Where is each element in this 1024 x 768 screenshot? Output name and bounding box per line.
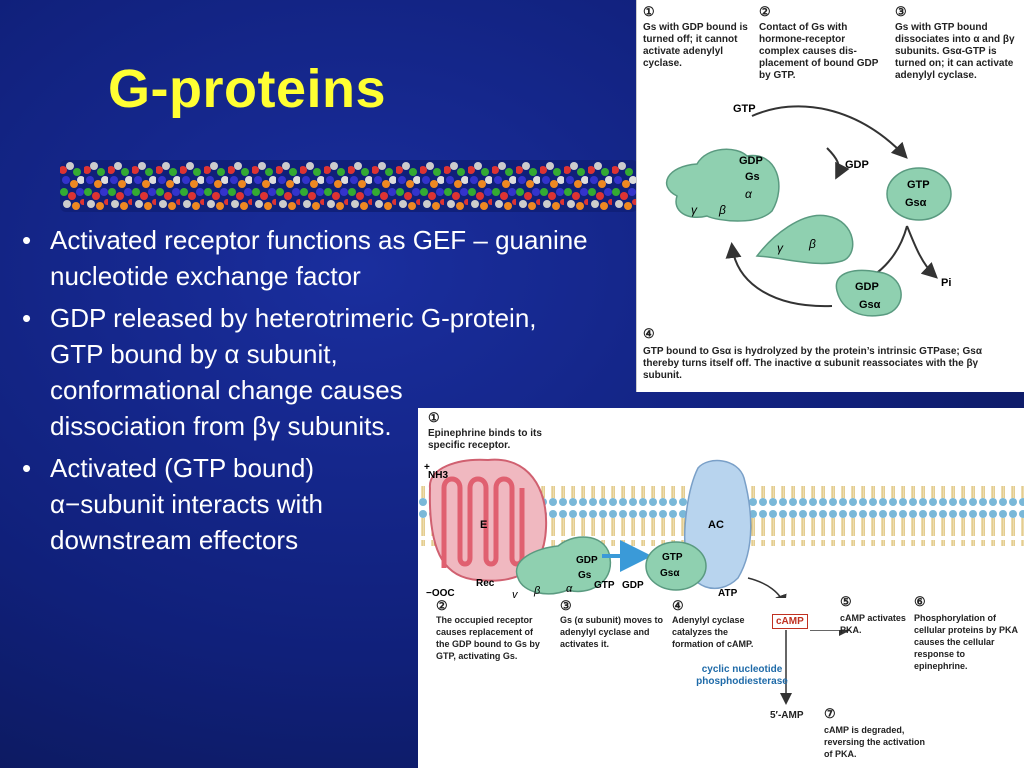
step-4-caption: GTP bound to Gsα is hydrolyzed by the pr… [643, 346, 983, 381]
b-step-2-caption: The occupied receptor causes replacement… [436, 615, 540, 661]
bullet-text-2b: conformational change causes dissociatio… [50, 375, 403, 441]
svg-text:GDP: GDP [576, 555, 598, 566]
svg-text:γ: γ [691, 203, 698, 217]
epinephrine-signaling-figure: ① Epinephrine binds to its specific rece… [418, 408, 1024, 768]
svg-text:+: + [424, 462, 430, 473]
arrow-to-gtp-state [751, 105, 908, 159]
svg-text:γ: γ [777, 241, 784, 255]
svg-text:GTP: GTP [733, 103, 756, 115]
b-step-1-number: ① [428, 410, 440, 425]
svg-text:GDP: GDP [739, 155, 763, 167]
svg-text:GDP: GDP [855, 281, 879, 293]
b-step-7-caption: cAMP is degraded, reversing the activati… [824, 725, 926, 759]
b-step-7-number: ⑦ [824, 706, 836, 721]
dna-strand-image [60, 160, 638, 212]
amp-label: 5′-AMP [770, 710, 804, 721]
gs-gdp-complex-shape [665, 148, 780, 222]
step-2-caption: Contact of Gs with hormone-receptor comp… [759, 22, 879, 81]
svg-text:GDP: GDP [845, 159, 869, 171]
b-step-6-number: ⑥ [914, 594, 926, 609]
bullet-item-3: • Activated (GTP bound) α−subunit intera… [22, 453, 323, 555]
svg-text:GDP: GDP [622, 580, 644, 591]
cycle-diagram: GDP Gs α γ β GTP GDP GTP Gsα γ β GDP Gsα… [665, 103, 952, 317]
pde-label: cyclic nucleotide phosphodiesterase [696, 664, 788, 687]
svg-text:α: α [745, 187, 753, 201]
b-step-5-caption: cAMP activates PKA. [840, 613, 906, 635]
gsa-gtp-shape [886, 167, 952, 221]
gsa-gdp-shape [835, 269, 902, 317]
svg-text:β: β [533, 585, 541, 597]
svg-text:Pi: Pi [941, 277, 951, 289]
step-1-number: ① [643, 4, 655, 19]
g-protein-cycle-figure: ① Gs with GDP bound is turned off; it ca… [636, 0, 1024, 392]
svg-text:Gsα: Gsα [859, 299, 881, 311]
svg-text:Rec: Rec [476, 578, 495, 589]
svg-text:Gsα: Gsα [660, 568, 680, 579]
step-1-caption: Gs with GDP bound is turned off; it cann… [643, 22, 748, 69]
gsa-gtp-at-ac-shape [645, 541, 707, 591]
svg-text:γ: γ [512, 589, 519, 598]
b-step-6-caption: Phosphorylation of cellular proteins by … [914, 613, 1018, 671]
b-step-2-number: ② [436, 598, 448, 613]
svg-text:Gs: Gs [745, 171, 760, 183]
camp-box: cAMP [772, 614, 808, 629]
b-step-4-number: ④ [672, 598, 684, 613]
svg-text:AC: AC [708, 519, 724, 531]
step-2-number: ② [759, 4, 771, 19]
membrane-diagram: + NH3 E Rec −OOC GDP Gs α γ β AC GTP Gsα… [418, 458, 1024, 598]
svg-text:E: E [480, 519, 487, 531]
svg-text:NH3: NH3 [428, 470, 448, 481]
beta-gamma-shape [755, 214, 854, 265]
bullet-item-2: • GDP released by heterotrimeric G-prote… [22, 300, 570, 444]
b-step-5-number: ⑤ [840, 594, 852, 609]
b-step-1-caption: Epinephrine binds to its specific recept… [428, 428, 542, 451]
svg-text:GTP: GTP [907, 179, 930, 191]
svg-text:GTP: GTP [594, 580, 615, 591]
b-step-3-number: ③ [560, 598, 572, 613]
svg-text:β: β [718, 203, 726, 217]
svg-text:Gsα: Gsα [905, 197, 927, 209]
svg-text:Gs: Gs [578, 570, 592, 581]
b-step-4-caption: Adenylyl cyclase catalyzes the formation… [672, 615, 754, 649]
step-3-caption: Gs with GTP bound dissociates into α and… [895, 22, 1015, 81]
bullet-item-1: • Activated receptor functions as GEF – … [22, 225, 588, 291]
svg-text:ATP: ATP [718, 588, 738, 598]
bullet-text-3: Activated (GTP bound) α−subunit interact… [50, 453, 323, 555]
step-3-number: ③ [895, 4, 907, 19]
slide-title: G-proteins [108, 59, 387, 119]
svg-text:−OOC: −OOC [426, 588, 455, 598]
svg-text:GTP: GTP [662, 552, 683, 563]
bullet-list: • Activated receptor functions as GEF – … [22, 222, 632, 564]
svg-text:β: β [808, 237, 816, 251]
b-step-3-caption: Gs (α subunit) moves to adenylyl cyclase… [560, 615, 664, 649]
bullet-text-1: Activated receptor functions as GEF – gu… [50, 225, 588, 291]
svg-text:α: α [566, 583, 573, 595]
step-4-number: ④ [643, 326, 655, 341]
bullet-text-2a: GDP released by heterotrimeric G-protein… [50, 303, 537, 369]
